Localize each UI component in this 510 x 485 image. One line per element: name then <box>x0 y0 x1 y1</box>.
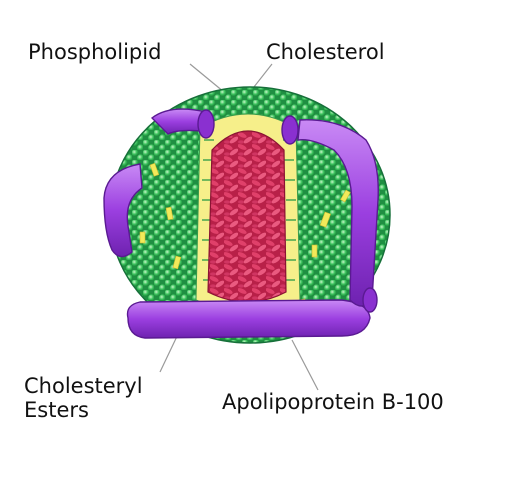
cholesterol-label: Cholesterol <box>266 40 385 64</box>
leader-phospholipid <box>189 63 225 93</box>
cholesteryl-esters-label-line1: Cholesteryl <box>24 374 143 398</box>
cholesteryl-esters-label: Cholesteryl Esters <box>24 374 143 422</box>
phospholipid-label: Phospholipid <box>28 40 162 64</box>
apolipoprotein-label: Apolipoprotein B-100 <box>222 390 444 414</box>
cholesteryl-esters-label-line2: Esters <box>24 398 89 422</box>
leader-apolipoprotein <box>291 339 319 391</box>
apolipoprotein-b100 <box>103 108 379 339</box>
cholesteryl-ester-core <box>207 130 287 303</box>
